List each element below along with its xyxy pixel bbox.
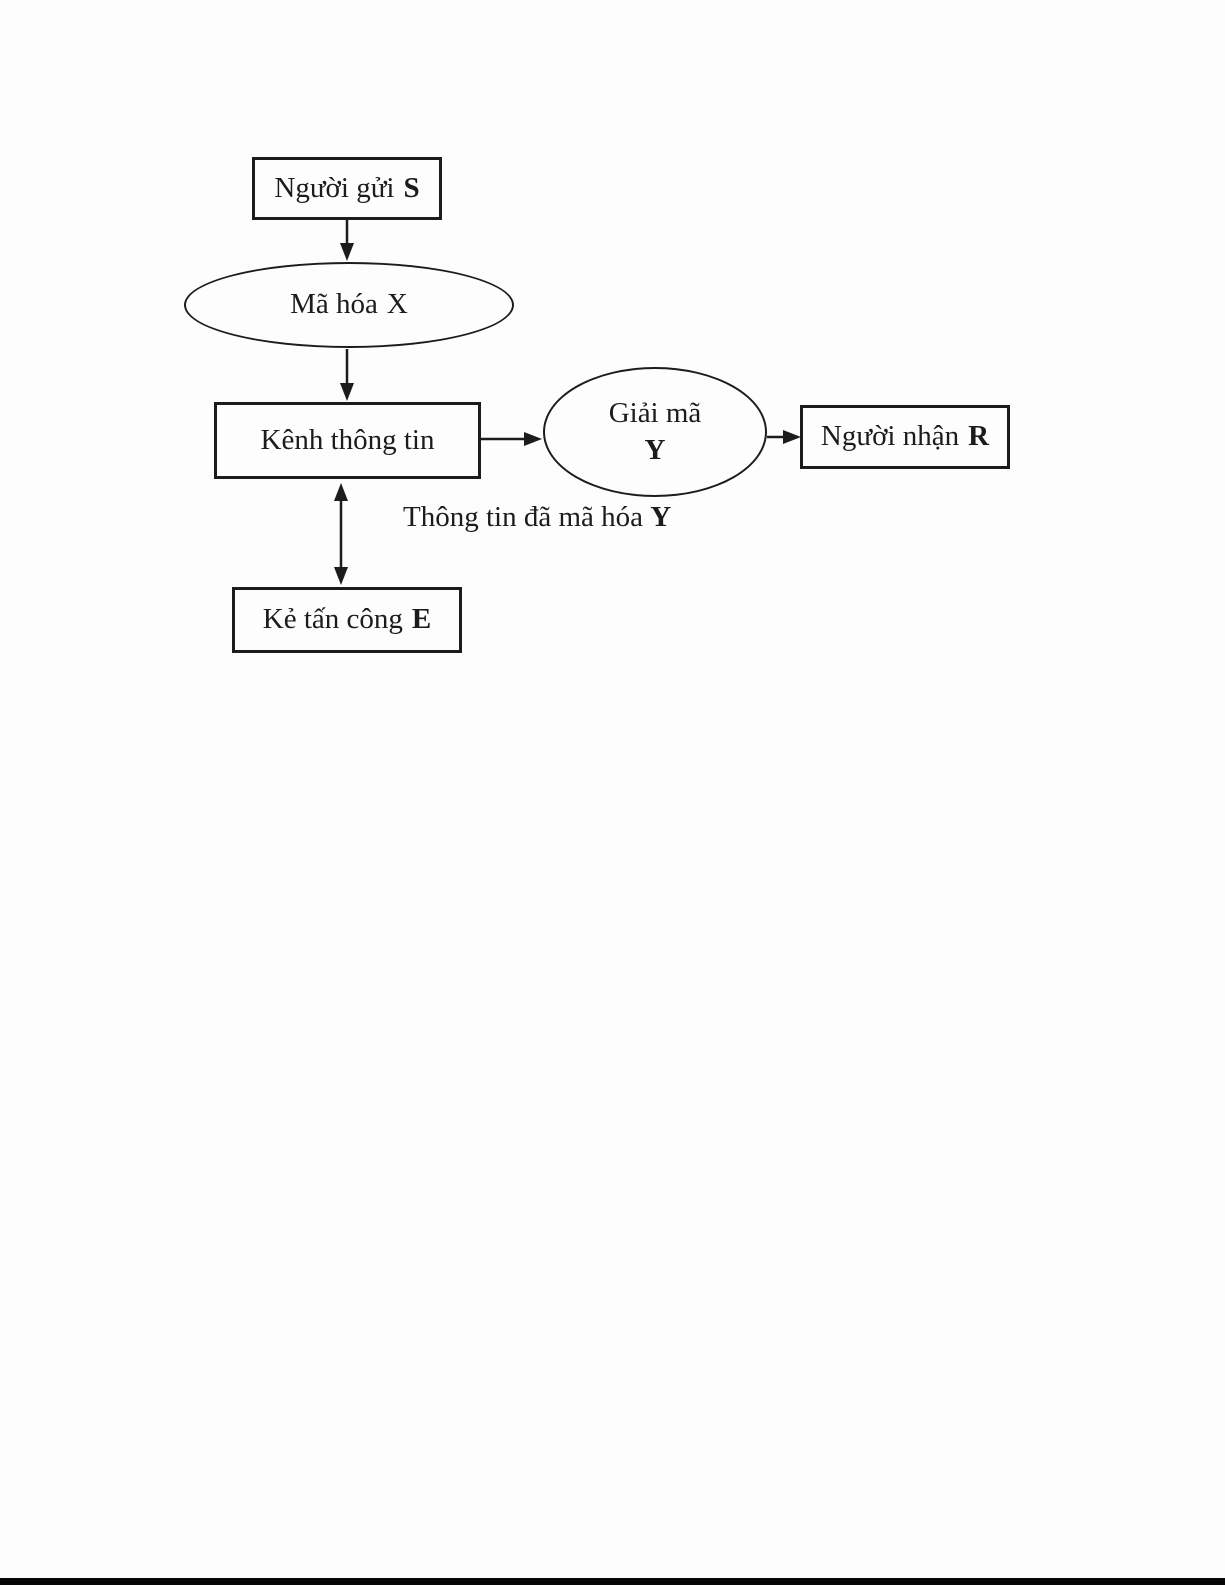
node-sender-symbol: S bbox=[403, 171, 420, 204]
arrow-channel-attacker-bidirectional bbox=[334, 483, 348, 585]
node-decoder-symbol: Y bbox=[644, 433, 666, 466]
edge-label-symbol: Y bbox=[650, 501, 672, 533]
node-receiver: Người nhận R bbox=[800, 405, 1010, 469]
page-bottom-rule bbox=[0, 1578, 1225, 1585]
node-attacker: Kẻ tấn công E bbox=[232, 587, 462, 653]
node-channel: Kênh thông tin bbox=[214, 402, 481, 479]
arrow-encoder-to-channel bbox=[340, 349, 354, 401]
node-decoder: Giải mã Y bbox=[543, 367, 767, 497]
node-encoder: Mã hóa X bbox=[184, 262, 514, 348]
node-receiver-symbol: R bbox=[968, 420, 990, 453]
node-receiver-label: Người nhận bbox=[820, 420, 960, 453]
node-attacker-label: Kẻ tấn công bbox=[262, 603, 403, 636]
node-decoder-label: Giải mã bbox=[608, 397, 702, 430]
node-sender-label: Người gửi bbox=[274, 171, 395, 204]
node-attacker-symbol: E bbox=[411, 603, 432, 636]
edge-label-text: Thông tin đã mã hóa bbox=[403, 501, 644, 533]
node-sender: Người gửi S bbox=[252, 157, 442, 220]
node-encoder-label: Mã hóa bbox=[290, 288, 378, 321]
arrow-sender-to-encoder bbox=[340, 220, 354, 261]
edge-label-encoded-info: Thông tin đã mã hóa Y bbox=[403, 501, 703, 534]
arrow-channel-to-decoder bbox=[481, 432, 542, 446]
node-channel-label: Kênh thông tin bbox=[260, 423, 435, 456]
node-encoder-symbol: X bbox=[386, 288, 408, 321]
arrow-decoder-to-receiver bbox=[767, 430, 801, 444]
